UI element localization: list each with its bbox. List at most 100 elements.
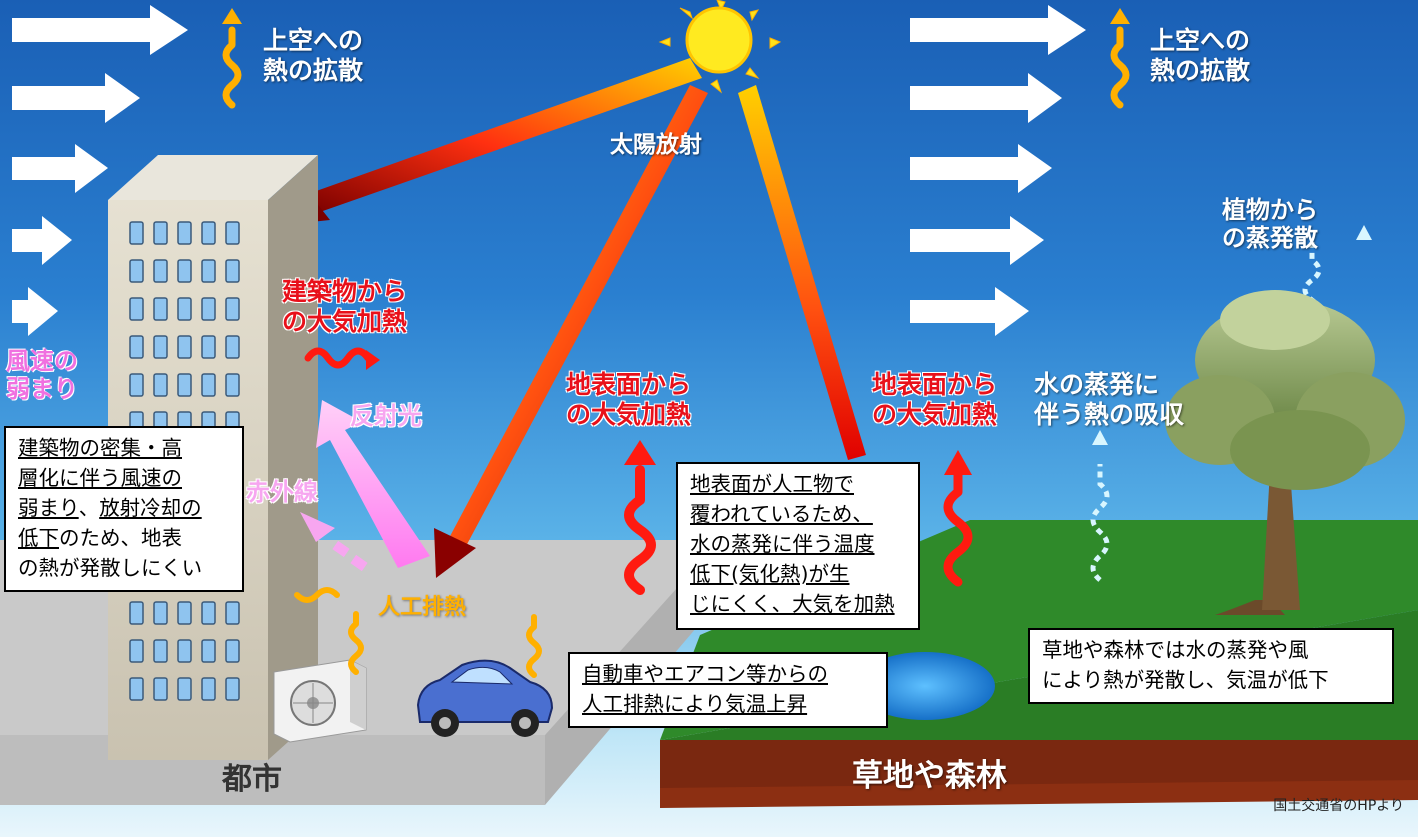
building-window — [129, 677, 144, 701]
sun-icon — [658, 0, 782, 94]
source-credit: 国土交通省のHPより — [1273, 798, 1404, 814]
car-icon — [416, 659, 554, 737]
heat-wave-icon — [1110, 26, 1130, 109]
building-explanation-box: 建築物の密集・高 層化に伴う風速の 弱まり、放射冷却の 低下のため、地表 の熱が… — [4, 426, 244, 592]
building-window — [177, 221, 192, 245]
box-line: 覆われているため、 — [690, 501, 873, 526]
infrared-arrow — [300, 512, 368, 572]
building-window — [201, 601, 216, 625]
heat-wave-icon — [1110, 8, 1130, 24]
wind-arrow-icon — [12, 5, 188, 336]
heat-wave-icon — [943, 467, 973, 587]
building-window — [129, 221, 144, 245]
building-heating-label: 建築物から の大気加熱 — [282, 277, 408, 336]
car-explanation-box: 自動車やエアコン等からの 人工排熱により気温上昇 — [568, 652, 888, 728]
box-line: 建築物の密集・高 — [18, 436, 182, 460]
building-window — [225, 677, 240, 701]
building-window — [201, 335, 216, 359]
box-line: 草地や森林では水の蒸発や風 — [1042, 638, 1309, 662]
building-window — [177, 373, 192, 397]
box-line: により熱が発散し、気温が低下 — [1042, 667, 1329, 692]
heat-wave-icon — [624, 440, 656, 465]
building-window — [129, 639, 144, 663]
building-window — [225, 639, 240, 663]
heat-wave-icon — [304, 347, 372, 369]
building-window — [201, 677, 216, 701]
box-line: 人工排熱により気温上昇 — [582, 691, 808, 716]
building-window — [129, 259, 144, 283]
building-window — [177, 335, 192, 359]
infrared-label: 赤外線 — [246, 478, 318, 506]
building-window — [177, 259, 192, 283]
grass-explanation-box: 草地や森林では水の蒸発や風 により熱が発散し、気温が低下 — [1028, 628, 1394, 704]
wind-weakening-label: 風速の 弱まり — [6, 347, 78, 404]
heat-wave-icon — [366, 350, 380, 370]
vapor-arrow-icon — [1090, 464, 1110, 582]
plant-evaporation-label: 植物から の蒸発散 — [1222, 196, 1318, 253]
pond-icon — [855, 652, 995, 720]
building-window — [177, 677, 192, 701]
grassland-forest-label: 草地や森林 — [852, 758, 1007, 794]
ground-heating-label-right: 地表面から の大気加熱 — [872, 370, 998, 429]
heat-diffusion-label-left: 上空への 熱の拡散 — [263, 26, 364, 85]
vapor-arrow-icon — [1092, 430, 1108, 445]
building-window — [225, 373, 240, 397]
building-window — [225, 259, 240, 283]
building-window — [225, 221, 240, 245]
building-window — [153, 335, 168, 359]
building-window — [177, 639, 192, 663]
city-label: 都市 — [222, 762, 282, 797]
ground-explanation-box: 地表面が人工物で 覆われているため、 水の蒸発に伴う温度 低下(気化熱)が生 じ… — [676, 462, 920, 630]
box-line: 、 — [78, 495, 100, 520]
building-window — [153, 677, 168, 701]
heat-wave-icon — [944, 450, 972, 475]
building-window — [153, 639, 168, 663]
heat-wave-icon — [624, 465, 656, 595]
solar-ray-to-city — [434, 85, 708, 578]
building-window — [201, 259, 216, 283]
building-window — [225, 601, 240, 625]
solar-ray-to-grass — [738, 85, 866, 460]
air-conditioner-icon — [273, 659, 367, 743]
building-window — [225, 335, 240, 359]
solar-radiation-label: 太陽放射 — [610, 132, 702, 158]
building-window — [153, 601, 168, 625]
heat-wave-icon — [294, 587, 340, 603]
box-line: 弱まり — [18, 495, 79, 520]
building-window — [201, 373, 216, 397]
box-line: 水の蒸発に伴う温度 — [690, 531, 875, 556]
building-window — [153, 259, 168, 283]
building-window — [129, 601, 144, 625]
building-window — [177, 297, 192, 321]
box-line: じにくく、大気を加熱 — [690, 591, 895, 616]
heat-wave-icon — [526, 614, 542, 678]
building-window — [153, 221, 168, 245]
building-window — [153, 373, 168, 397]
building-window — [201, 639, 216, 663]
building-window — [129, 297, 144, 321]
building-window — [129, 335, 144, 359]
box-line: 放射冷却の — [99, 495, 202, 520]
box-line: の熱が発散しにくい — [18, 555, 203, 580]
heat-wave-icon — [222, 26, 242, 109]
box-line: 自動車やエアコン等からの — [582, 662, 828, 686]
box-line: 層化に伴う風速の — [18, 465, 182, 490]
heat-diffusion-label-right: 上空への 熱の拡散 — [1150, 26, 1251, 85]
building-window — [177, 601, 192, 625]
heat-wave-icon — [222, 8, 242, 24]
reflected-light-arrow — [316, 400, 430, 568]
heat-wave-icon — [348, 611, 364, 675]
tree-icon — [1165, 290, 1405, 615]
building-window — [201, 297, 216, 321]
building-window — [129, 373, 144, 397]
building-window — [153, 297, 168, 321]
building-window — [201, 221, 216, 245]
artificial-heat-label: 人工排熱 — [378, 595, 467, 620]
vapor-arrow-icon — [1356, 225, 1372, 240]
box-line: 低下 — [18, 525, 59, 550]
building-window — [225, 297, 240, 321]
box-line: のため、地表 — [59, 525, 182, 550]
reflected-light-label: 反射光 — [350, 402, 422, 430]
box-line: 地表面が人工物で — [690, 472, 854, 496]
